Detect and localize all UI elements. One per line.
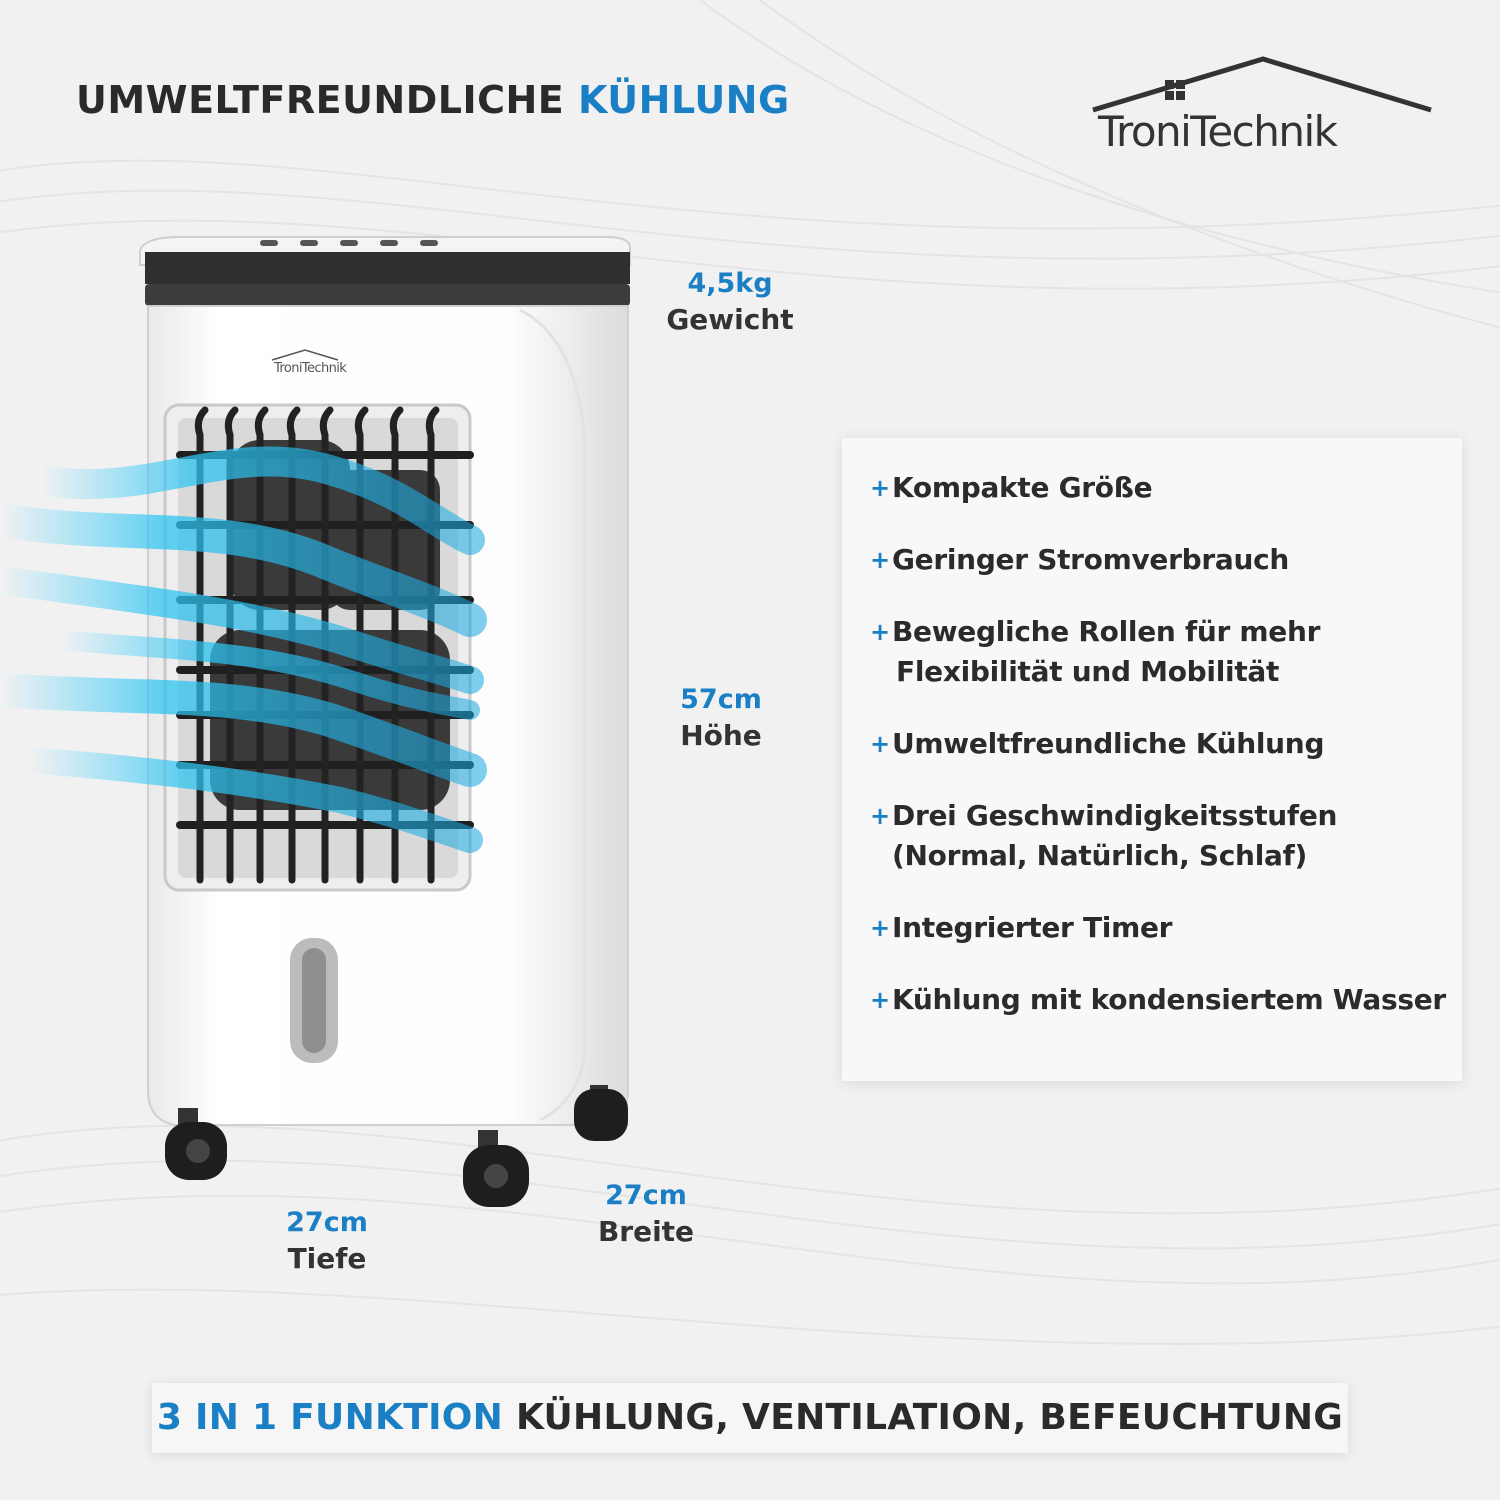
brand-logo: TroniTechnik	[1088, 55, 1438, 165]
plus-icon: +	[870, 618, 890, 646]
depth-label: Tiefe	[287, 1242, 367, 1275]
feature-list-panel: +Kompakte Größe +Geringer Stromverbrauch…	[842, 438, 1462, 1081]
feature-list: +Kompakte Größe +Geringer Stromverbrauch…	[842, 438, 1462, 1020]
height-value: 57cm	[680, 684, 762, 715]
banner-text: KÜHLUNG, VENTILATION, BEFEUCHTUNG	[515, 1397, 1344, 1438]
airflow-graphic	[0, 446, 487, 853]
house-roof-icon	[1092, 56, 1432, 113]
feature-item: +Umweltfreundliche Kühlung	[870, 724, 1462, 764]
banner-highlight: 3 IN 1 FUNKTION	[156, 1397, 504, 1438]
feature-item: +Integrierter Timer	[870, 908, 1462, 948]
weight-label: Gewicht	[666, 303, 794, 336]
width-label: Breite	[597, 1215, 695, 1248]
depth-value: 27cm	[286, 1207, 368, 1238]
plus-icon: +	[870, 802, 890, 830]
plus-icon: +	[870, 546, 890, 574]
weight-value: 4,5kg	[687, 268, 773, 299]
feature-item: +Drei Geschwindigkeitsstufen(Normal, Nat…	[870, 796, 1462, 876]
plus-icon: +	[870, 986, 890, 1014]
height-spec: 57cm Höhe	[668, 684, 774, 752]
function-banner: 3 IN 1 FUNKTION KÜHLUNG, VENTILATION, BE…	[152, 1383, 1348, 1453]
weight-spec: 4,5kg Gewicht	[662, 268, 798, 336]
plus-icon: +	[870, 914, 890, 942]
feature-item: +Kompakte Größe	[870, 468, 1462, 508]
plus-icon: +	[870, 474, 890, 502]
plus-icon: +	[870, 730, 890, 758]
feature-item: +Geringer Stromverbrauch	[870, 540, 1462, 580]
width-value: 27cm	[605, 1180, 687, 1211]
height-label: Höhe	[680, 719, 762, 752]
title-part1: UMWELTFREUNDLICHE	[76, 78, 565, 122]
title-part2: KÜHLUNG	[578, 78, 790, 122]
page-title: UMWELTFREUNDLICHE KÜHLUNG	[76, 78, 790, 122]
air-cooler-image: TroniTechnik	[0, 236, 632, 1207]
width-spec: 27cm Breite	[590, 1180, 702, 1248]
logo-text: TroniTechnik	[1098, 107, 1338, 156]
depth-spec: 27cm Tiefe	[272, 1207, 382, 1275]
feature-item: +Kühlung mit kondensiertem Wasser	[870, 980, 1462, 1020]
body-brand-text: TroniTechnik	[273, 361, 347, 376]
